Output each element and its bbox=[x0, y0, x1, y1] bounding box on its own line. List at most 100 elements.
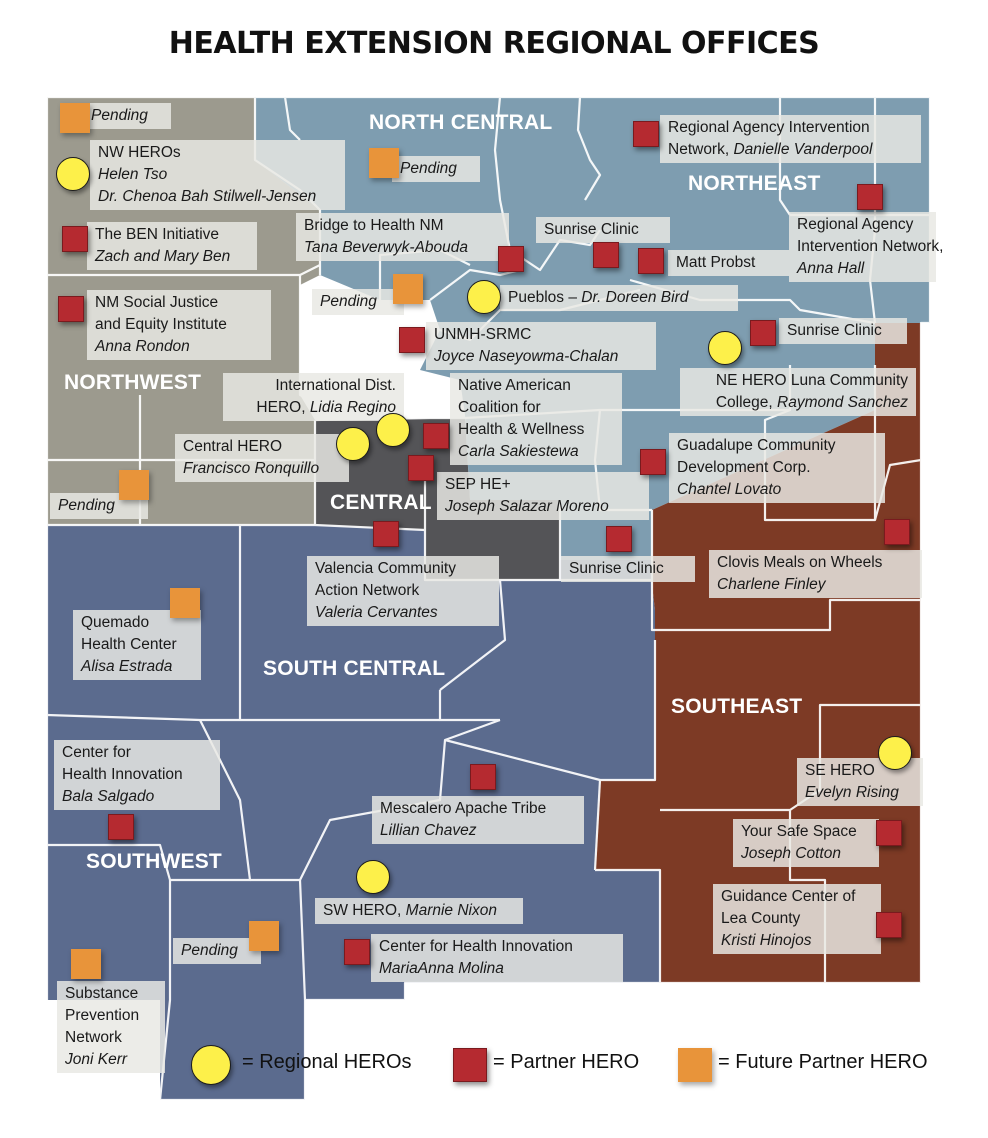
label-line: Network bbox=[65, 1029, 122, 1046]
label-line: Intervention Network, bbox=[797, 238, 944, 255]
label-line: Health & Wellness bbox=[458, 421, 585, 438]
label-line: SW HERO, bbox=[323, 902, 406, 919]
label-line: NE HERO Luna Community bbox=[715, 372, 908, 389]
label-contact: Joyce Naseyowma-Chalan bbox=[434, 348, 619, 365]
label-line: NW HEROs bbox=[98, 144, 181, 161]
label-line: International Dist. bbox=[275, 377, 396, 394]
label-line: Center for bbox=[62, 744, 131, 761]
future-partner-marker bbox=[369, 148, 399, 178]
label-line: Action Network bbox=[315, 582, 420, 599]
pending-label: Pending bbox=[392, 156, 480, 182]
ne-hero-label: NE HERO Luna Community College, Raymond … bbox=[680, 368, 916, 416]
label-line: Central HERO bbox=[183, 438, 283, 455]
label-contact: Valeria Cervantes bbox=[315, 604, 438, 621]
partner-hero-marker bbox=[408, 455, 434, 481]
label-contact: Danielle Vanderpool bbox=[733, 141, 873, 158]
label-line: Regional Agency bbox=[797, 216, 914, 233]
label-line: and Equity Institute bbox=[95, 316, 227, 333]
partner-hero-marker bbox=[498, 246, 524, 272]
nm-social-justice-label: NM Social Justice and Equity Institute A… bbox=[87, 290, 271, 360]
partner-hero-marker bbox=[593, 242, 619, 268]
pending-label: Pending bbox=[173, 938, 261, 964]
partner-hero-marker bbox=[470, 764, 496, 790]
label-line: Guadalupe Community bbox=[677, 437, 836, 454]
partner-hero-marker bbox=[640, 449, 666, 475]
bridge-to-health-label: Bridge to Health NM Tana Beverwyk-Abouda bbox=[296, 213, 509, 261]
map-title: HEALTH EXTENSION REGIONAL OFFICES bbox=[168, 26, 820, 61]
mescalero-label: Mescalero Apache Tribe Lillian Chavez bbox=[372, 796, 584, 844]
label-contact: Joni Kerr bbox=[65, 1051, 128, 1068]
label-line: Valencia Community bbox=[315, 560, 456, 577]
region-name-northeast: NORTHEAST bbox=[688, 172, 821, 195]
label-contact: Evelyn Rising bbox=[805, 784, 899, 801]
label-contact: Joseph Salazar Moreno bbox=[445, 498, 609, 515]
label-line: UNMH-SRMC bbox=[434, 326, 532, 343]
partner-hero-marker bbox=[750, 320, 776, 346]
sunrise-clinic-label: Sunrise Clinic bbox=[779, 318, 907, 344]
label-contact: Anna Rondon bbox=[95, 338, 190, 355]
partner-hero-marker bbox=[344, 939, 370, 965]
future-partner-legend-icon bbox=[678, 1048, 712, 1082]
partner-hero-marker bbox=[399, 327, 425, 353]
future-partner-marker bbox=[170, 588, 200, 618]
center-health-innovation-label: Center for Health Innovation Bala Salgad… bbox=[54, 740, 220, 810]
regional-agency-1-label: Regional Agency Intervention Network, Da… bbox=[660, 115, 921, 163]
label-line: The BEN Initiative bbox=[95, 226, 220, 243]
sunrise-clinic-label: Sunrise Clinic bbox=[561, 556, 695, 582]
label-line: Mescalero Apache Tribe bbox=[380, 800, 547, 817]
label-line: NM Social Justice bbox=[95, 294, 219, 311]
future-partner-marker bbox=[60, 103, 90, 133]
label-line: Center for Health Innovation bbox=[379, 938, 573, 955]
partner-hero-marker bbox=[876, 912, 902, 938]
pending-label: Pending bbox=[312, 289, 404, 315]
regional-hero-marker bbox=[336, 427, 370, 461]
partner-hero-marker bbox=[876, 820, 902, 846]
region-name-north-central: NORTH CENTRAL bbox=[369, 111, 553, 134]
partner-hero-marker bbox=[633, 121, 659, 147]
label-contact: Tana Beverwyk-Abouda bbox=[304, 239, 468, 256]
label-line: Your Safe Space bbox=[741, 823, 857, 840]
guadalupe-label: Guadalupe Community Development Corp. Ch… bbox=[669, 433, 885, 503]
region-name-northwest: NORTHWEST bbox=[64, 371, 202, 394]
quemado-label: Quemado Health Center Alisa Estrada bbox=[73, 610, 201, 680]
partner-hero-legend-icon bbox=[453, 1048, 487, 1082]
label-contact: Helen Tso bbox=[98, 166, 168, 183]
regional-hero-marker bbox=[56, 157, 90, 191]
region-name-southeast: SOUTHEAST bbox=[671, 695, 803, 718]
label-line: Native American bbox=[458, 377, 571, 394]
pending-label: Pending bbox=[83, 103, 171, 129]
international-dist-label: International Dist. HERO, Lidia Regino bbox=[223, 373, 404, 421]
regional-agency-2-label: Regional Agency Intervention Network, An… bbox=[789, 212, 944, 282]
label-contact: Zach and Mary Ben bbox=[95, 248, 231, 265]
label-line: Health Innovation bbox=[62, 766, 183, 783]
label-line: College, bbox=[715, 394, 778, 411]
pueblos-label: Pueblos – Dr. Doreen Bird bbox=[500, 285, 738, 311]
clovis-label: Clovis Meals on Wheels Charlene Finley bbox=[709, 550, 922, 598]
regional-hero-marker bbox=[878, 736, 912, 770]
partner-hero-marker bbox=[108, 814, 134, 840]
unmh-srmc-label: UNMH-SRMC Joyce Naseyowma-Chalan bbox=[426, 322, 656, 370]
label-line: Coalition for bbox=[458, 399, 541, 416]
regional-hero-legend-icon bbox=[191, 1045, 231, 1085]
label-contact: Lidia Regino bbox=[309, 399, 396, 416]
ben-initiative-label: The BEN Initiative Zach and Mary Ben bbox=[87, 222, 257, 270]
central-hero-label: Central HERO Francisco Ronquillo bbox=[175, 434, 349, 482]
label-contact: Raymond Sanchez bbox=[777, 394, 908, 411]
label-line: SE HERO bbox=[805, 762, 875, 779]
regional-hero-marker bbox=[356, 860, 390, 894]
label-contact: Alisa Estrada bbox=[81, 658, 173, 675]
label-contact: Bala Salgado bbox=[62, 788, 155, 805]
future-partner-marker bbox=[119, 470, 149, 500]
region-name-central: CENTRAL bbox=[330, 491, 432, 514]
native-american-label: Native American Coalition for Health & W… bbox=[450, 373, 622, 465]
label-contact: Joseph Cotton bbox=[741, 845, 841, 862]
label-contact: MariaAnna Molina bbox=[379, 960, 504, 977]
label-line: Pueblos – bbox=[508, 289, 582, 306]
substance-prevention-label: Substance Prevention Network Joni Kerr bbox=[57, 981, 165, 1073]
nw-heros-label: NW HEROs Helen Tso Dr. Chenoa Bah Stilwe… bbox=[90, 140, 345, 210]
guidance-center-label: Guidance Center of Lea County Kristi Hin… bbox=[713, 884, 881, 954]
label-line: Development Corp. bbox=[677, 459, 811, 476]
label-line: Quemado bbox=[81, 614, 150, 631]
label-contact: Dr. Doreen Bird bbox=[581, 289, 689, 306]
label-contact: Charlene Finley bbox=[717, 576, 826, 593]
